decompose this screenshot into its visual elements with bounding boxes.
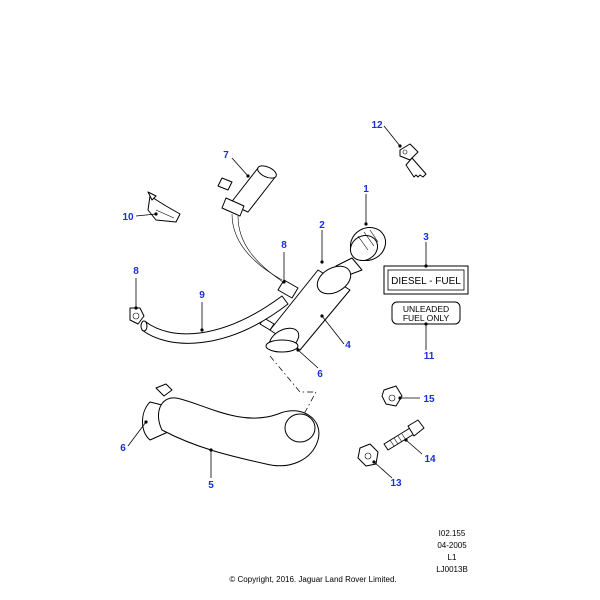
level-code: L1 [447, 553, 457, 562]
part-7-breather-pipe [217, 165, 287, 285]
reference-code: I02.155 [438, 529, 466, 538]
callout-6-upper: 6 [317, 369, 323, 380]
part-15-nut [381, 385, 403, 407]
part-6-clip-upper [265, 339, 299, 353]
callout-9: 9 [199, 290, 205, 301]
callout-15: 15 [423, 394, 435, 405]
part-9-vent-hose [140, 295, 289, 344]
callout-13: 13 [390, 478, 402, 489]
part-12-key [399, 143, 427, 178]
unleaded-line1: UNLEADED [403, 304, 449, 314]
callout-14: 14 [424, 454, 436, 465]
diesel-fuel-label: DIESEL - FUEL [391, 276, 461, 287]
callout-4: 4 [345, 340, 351, 351]
callout-7: 7 [223, 150, 229, 161]
callout-numbers: 1 2 3 4 5 6 6 7 8 8 9 10 11 12 13 14 15 [120, 120, 436, 491]
callout-10: 10 [122, 212, 134, 223]
part-8-clamp-left [129, 307, 145, 325]
callout-11: 11 [424, 351, 435, 362]
part-14-bolt [383, 419, 425, 451]
copyright-notice: © Copyright, 2016. Jaguar Land Rover Lim… [229, 575, 397, 584]
unleaded-line2: FUEL ONLY [403, 313, 450, 323]
callout-6-lower: 6 [120, 443, 126, 454]
label-11-unleaded: UNLEADED FUEL ONLY [391, 301, 461, 325]
date-code: 04-2005 [437, 541, 467, 550]
part-5-fuel-hose [158, 397, 320, 467]
callout-5: 5 [208, 480, 214, 491]
callout-8-left: 8 [133, 266, 139, 277]
drawing-code: LJ0013B [436, 565, 468, 574]
callout-8-right: 8 [281, 240, 287, 251]
leader-lines [127, 125, 428, 479]
callout-3: 3 [423, 232, 429, 243]
part-10-clip [147, 191, 181, 223]
callout-12: 12 [371, 120, 383, 131]
callout-1: 1 [363, 184, 369, 195]
callout-2: 2 [319, 220, 325, 231]
label-3-diesel-fuel: DIESEL - FUEL [383, 265, 469, 295]
